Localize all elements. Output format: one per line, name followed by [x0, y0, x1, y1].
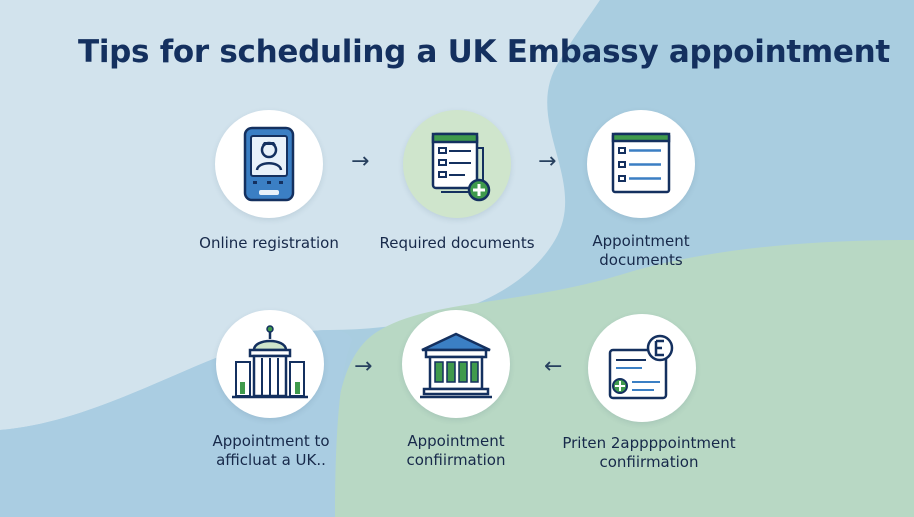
step-label: Appointment to afficluat a UK.. — [212, 432, 330, 469]
page-title: Tips for scheduling a UK Embassy appoint… — [78, 34, 890, 70]
arrow-left: ← — [544, 354, 563, 379]
step-icon-circle — [215, 110, 323, 218]
step-label: Required documents — [379, 234, 535, 252]
form-list-icon — [611, 132, 671, 194]
arrow-right: → — [354, 354, 373, 379]
arrow-right: → — [538, 149, 557, 174]
step-icon-circle — [216, 310, 324, 418]
building-dome-icon — [232, 325, 308, 399]
step-label: Priten 2appppointment confiirmation — [562, 434, 736, 471]
tablet-user-icon — [243, 126, 295, 202]
step-print-confirmation: Priten 2appppointment confiirmation — [542, 310, 736, 480]
ticket-confirmation-icon — [608, 334, 674, 400]
step-label: Appointment documents — [592, 232, 690, 269]
document-add-icon — [431, 132, 491, 202]
step-online-registration: Online registration — [174, 110, 364, 260]
step-icon-circle — [587, 110, 695, 218]
arrow-right: → — [351, 149, 370, 174]
embassy-building-icon — [420, 332, 492, 399]
step-required-documents: Required documents — [362, 110, 552, 260]
step-label: Appointment confiirmation — [406, 432, 506, 469]
step-appointment-documents: Appointment documents — [546, 110, 736, 270]
step-appointment-to-affiliate: Appointment to afficluat a UK.. — [176, 310, 366, 480]
step-icon-circle — [403, 110, 511, 218]
step-icon-circle — [588, 314, 696, 422]
step-icon-circle — [402, 310, 510, 418]
step-label: Online registration — [199, 234, 339, 252]
step-appointment-confirmation: Appointment confiirmation — [361, 310, 551, 480]
